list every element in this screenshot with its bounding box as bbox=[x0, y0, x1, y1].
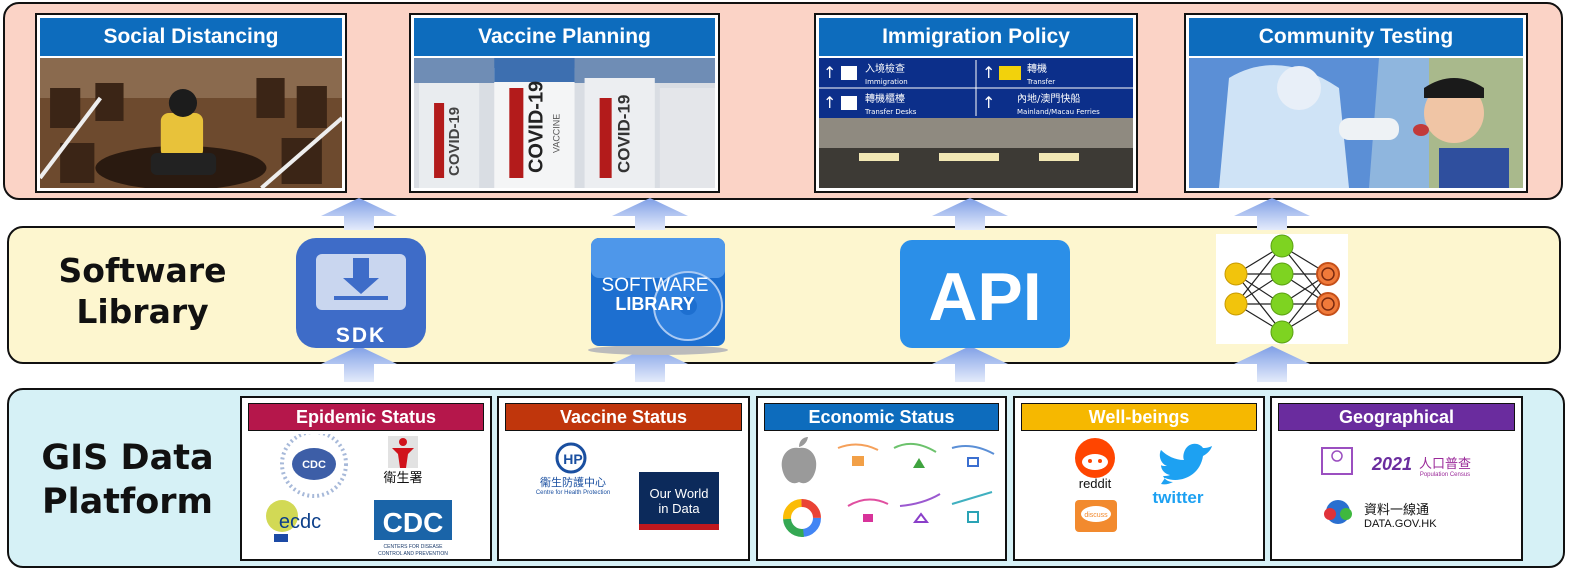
sign-text: 內地/澳門快船 bbox=[1017, 92, 1080, 105]
logo-text: discuss bbox=[1084, 512, 1108, 519]
sign-text: 轉機櫃檯 bbox=[865, 92, 905, 105]
sign-text: Mainland/Macau Ferries bbox=[1017, 108, 1100, 116]
svg-text:↑: ↑ bbox=[823, 93, 836, 112]
vial-label-text: COVID-19 bbox=[446, 107, 463, 176]
population-census-logo: 2021 人口普查 Population Census bbox=[1321, 447, 1471, 478]
svg-text:↑: ↑ bbox=[823, 63, 836, 82]
app-title: Community Testing bbox=[1189, 18, 1523, 56]
google-icon bbox=[783, 499, 821, 537]
twitter-logo: twitter bbox=[1153, 443, 1212, 507]
api-text: API bbox=[928, 259, 1041, 335]
source-panel-vaccine-status: Vaccine Status HP 衞生防護中心 Centre for Heal… bbox=[497, 396, 750, 561]
category-icons bbox=[852, 456, 979, 523]
source-panel-economic-status: Economic Status bbox=[756, 396, 1007, 561]
logo-text: 衞生防護中心 bbox=[540, 475, 606, 489]
source-title: Economic Status bbox=[764, 403, 999, 431]
source-title: Well-beings bbox=[1021, 403, 1257, 431]
sign-text: Transfer Desks bbox=[864, 108, 917, 116]
community-testing-photo bbox=[1189, 58, 1523, 188]
sign-text: 轉機 bbox=[1027, 62, 1047, 75]
data-gov-hk-logo: 資料一線通 DATA.GOV.HK bbox=[1324, 500, 1437, 530]
sdk-text: SDK bbox=[336, 324, 386, 347]
vial-sub-text: VACCINE bbox=[551, 114, 561, 153]
vaccine-vials-photo: COVID-19 COVID-19 COVID-19 VACCINE bbox=[414, 58, 715, 188]
reddit-logo: reddit bbox=[1075, 438, 1115, 491]
source-title: Epidemic Status bbox=[248, 403, 484, 431]
label-line: GIS Data bbox=[41, 438, 214, 478]
wellbeing-logos: reddit discuss twitter bbox=[1075, 438, 1212, 532]
app-panel-vaccine-planning: Vaccine Planning COVID-19 COVID-19 COVID… bbox=[409, 13, 720, 193]
app-panel-community-testing: Community Testing bbox=[1184, 13, 1528, 193]
label-line: Software bbox=[58, 251, 227, 290]
apple-icon bbox=[781, 437, 817, 484]
label-line: Platform bbox=[41, 481, 213, 522]
epidemic-logos: CDC 衛生署 ecdc CDC CENTERS FOR DISEASE CON… bbox=[266, 434, 452, 557]
software-library-icon: SOFTWARE LIBRARY bbox=[583, 236, 733, 356]
logo-text: Our World bbox=[650, 486, 709, 501]
logo-text: CDC bbox=[302, 459, 326, 471]
sign-text: 入境檢查 bbox=[865, 62, 905, 75]
sign-text: Transfer bbox=[1026, 78, 1055, 86]
economic-logos bbox=[781, 437, 995, 537]
app-title: Immigration Policy bbox=[819, 18, 1133, 56]
logo-text: 衛生署 bbox=[383, 471, 422, 486]
source-panel-epidemic-status: Epidemic Status CDC 衛生署 ecdc CDC CENTERS… bbox=[240, 396, 492, 561]
china-cdc-logo: CDC bbox=[280, 434, 348, 498]
gis-data-platform-label: GIS Data Platform bbox=[25, 437, 230, 525]
source-title: Vaccine Status bbox=[505, 403, 742, 431]
logo-text: CDC bbox=[383, 507, 444, 538]
our-world-in-data-logo: Our World in Data bbox=[639, 472, 719, 530]
logo-text: 資料一線通 bbox=[1364, 502, 1429, 518]
department-of-health-logo: 衛生署 bbox=[383, 436, 423, 486]
us-cdc-logo: CDC CENTERS FOR DISEASE CONTROL AND PREV… bbox=[374, 500, 452, 557]
neural-network-icon bbox=[1216, 234, 1348, 344]
library-text-line2: LIBRARY bbox=[615, 294, 694, 314]
geographical-logos: 2021 人口普查 Population Census 資料一線通 DATA.G… bbox=[1321, 447, 1471, 530]
logo-text: reddit bbox=[1079, 476, 1112, 491]
chp-logo: HP 衞生防護中心 Centre for Health Protection bbox=[536, 442, 610, 496]
logo-text: DATA.GOV.HK bbox=[1364, 518, 1437, 530]
app-panel-social-distancing: Social Distancing bbox=[35, 13, 347, 193]
api-icon: API bbox=[900, 240, 1070, 348]
source-title: Geographical bbox=[1278, 403, 1515, 431]
source-panel-geographical: Geographical 2021 人口普查 Population Census… bbox=[1270, 396, 1523, 561]
logo-text: Centre for Health Protection bbox=[536, 490, 610, 496]
immigration-sign-photo: ↑↑ ↑↑ 入境檢查 Immigration 轉機 Transfer 轉機櫃檯 … bbox=[819, 58, 1133, 188]
logo-text: CONTROL AND PREVENTION bbox=[378, 551, 448, 557]
sdk-icon: SDK bbox=[294, 236, 428, 350]
software-library-label: Software Library bbox=[40, 250, 245, 333]
sign-text: Immigration bbox=[865, 78, 908, 86]
logo-text: twitter bbox=[1153, 488, 1204, 507]
vial-label-text: COVID-19 bbox=[525, 81, 547, 173]
logo-text: in Data bbox=[658, 501, 700, 516]
social-distancing-photo bbox=[38, 58, 344, 190]
mobility-trend-charts bbox=[837, 442, 995, 507]
app-title: Vaccine Planning bbox=[414, 18, 715, 56]
logo-text: 人口普查 bbox=[1419, 457, 1471, 472]
svg-text:↑: ↑ bbox=[982, 93, 995, 112]
svg-text:↑: ↑ bbox=[982, 63, 995, 82]
logo-text: CENTERS FOR DISEASE bbox=[384, 544, 444, 550]
library-text-line1: SOFTWARE bbox=[602, 275, 709, 296]
logo-text: ecdc bbox=[279, 511, 321, 533]
logo-text: HP bbox=[563, 451, 582, 467]
ecdc-logo: ecdc bbox=[266, 500, 321, 542]
app-title: Social Distancing bbox=[40, 18, 342, 56]
label-line: Library bbox=[76, 292, 209, 332]
source-panel-well-beings: Well-beings reddit discuss twitter bbox=[1013, 396, 1265, 561]
discuss-logo: discuss bbox=[1075, 500, 1117, 532]
logo-text: 2021 bbox=[1371, 454, 1412, 474]
app-panel-immigration-policy: Immigration Policy ↑ ↑ ↑ ↑ 入境檢查 Immigratio… bbox=[814, 13, 1138, 193]
vial-label-text: COVID-19 bbox=[615, 95, 634, 173]
logo-text: Population Census bbox=[1420, 472, 1470, 478]
vaccine-logos: HP 衞生防護中心 Centre for Health Protection O… bbox=[536, 442, 719, 530]
